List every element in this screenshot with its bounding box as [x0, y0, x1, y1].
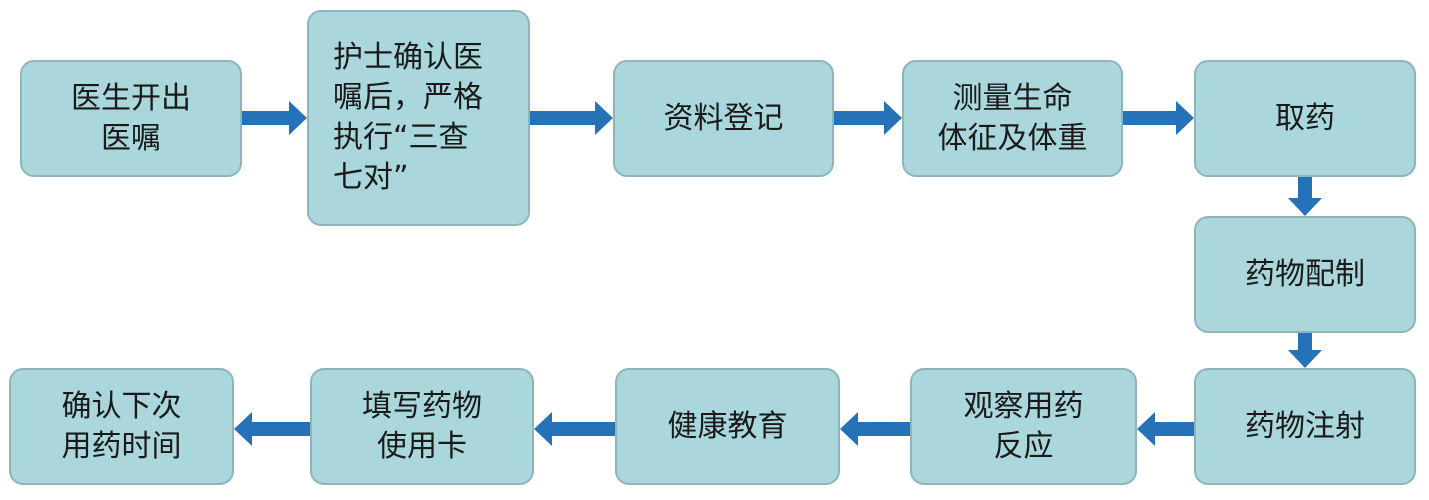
- step-drug-preparation: 药物配制: [1194, 216, 1416, 333]
- step-health-education: 健康教育: [615, 368, 840, 485]
- arrow-down-1: [1288, 177, 1322, 216]
- step-drug-injection: 药物注射: [1194, 368, 1416, 485]
- step-nurse-verification: 护士确认医 嘱后，严格 执行“三查 七对”: [307, 10, 530, 226]
- arrow-right-3: [834, 101, 902, 135]
- step-doctor-orders: 医生开出 医嘱: [20, 60, 242, 177]
- step-observe-reaction: 观察用药 反应: [910, 368, 1137, 485]
- arrow-right-1: [242, 101, 307, 135]
- arrow-left-3: [534, 412, 615, 446]
- arrow-left-1: [1137, 412, 1194, 446]
- step-measure-vitals: 测量生命 体征及体重: [902, 60, 1123, 177]
- step-record-registration: 资料登记: [613, 60, 834, 177]
- arrow-left-2: [840, 412, 910, 446]
- arrow-left-4: [234, 412, 310, 446]
- step-fetch-medicine: 取药: [1194, 60, 1416, 177]
- arrow-down-2: [1288, 333, 1322, 368]
- arrow-right-2: [530, 101, 613, 135]
- arrow-right-4: [1123, 101, 1194, 135]
- step-fill-medication-card: 填写药物 使用卡: [310, 368, 534, 485]
- step-confirm-next-dose-time: 确认下次 用药时间: [9, 368, 234, 485]
